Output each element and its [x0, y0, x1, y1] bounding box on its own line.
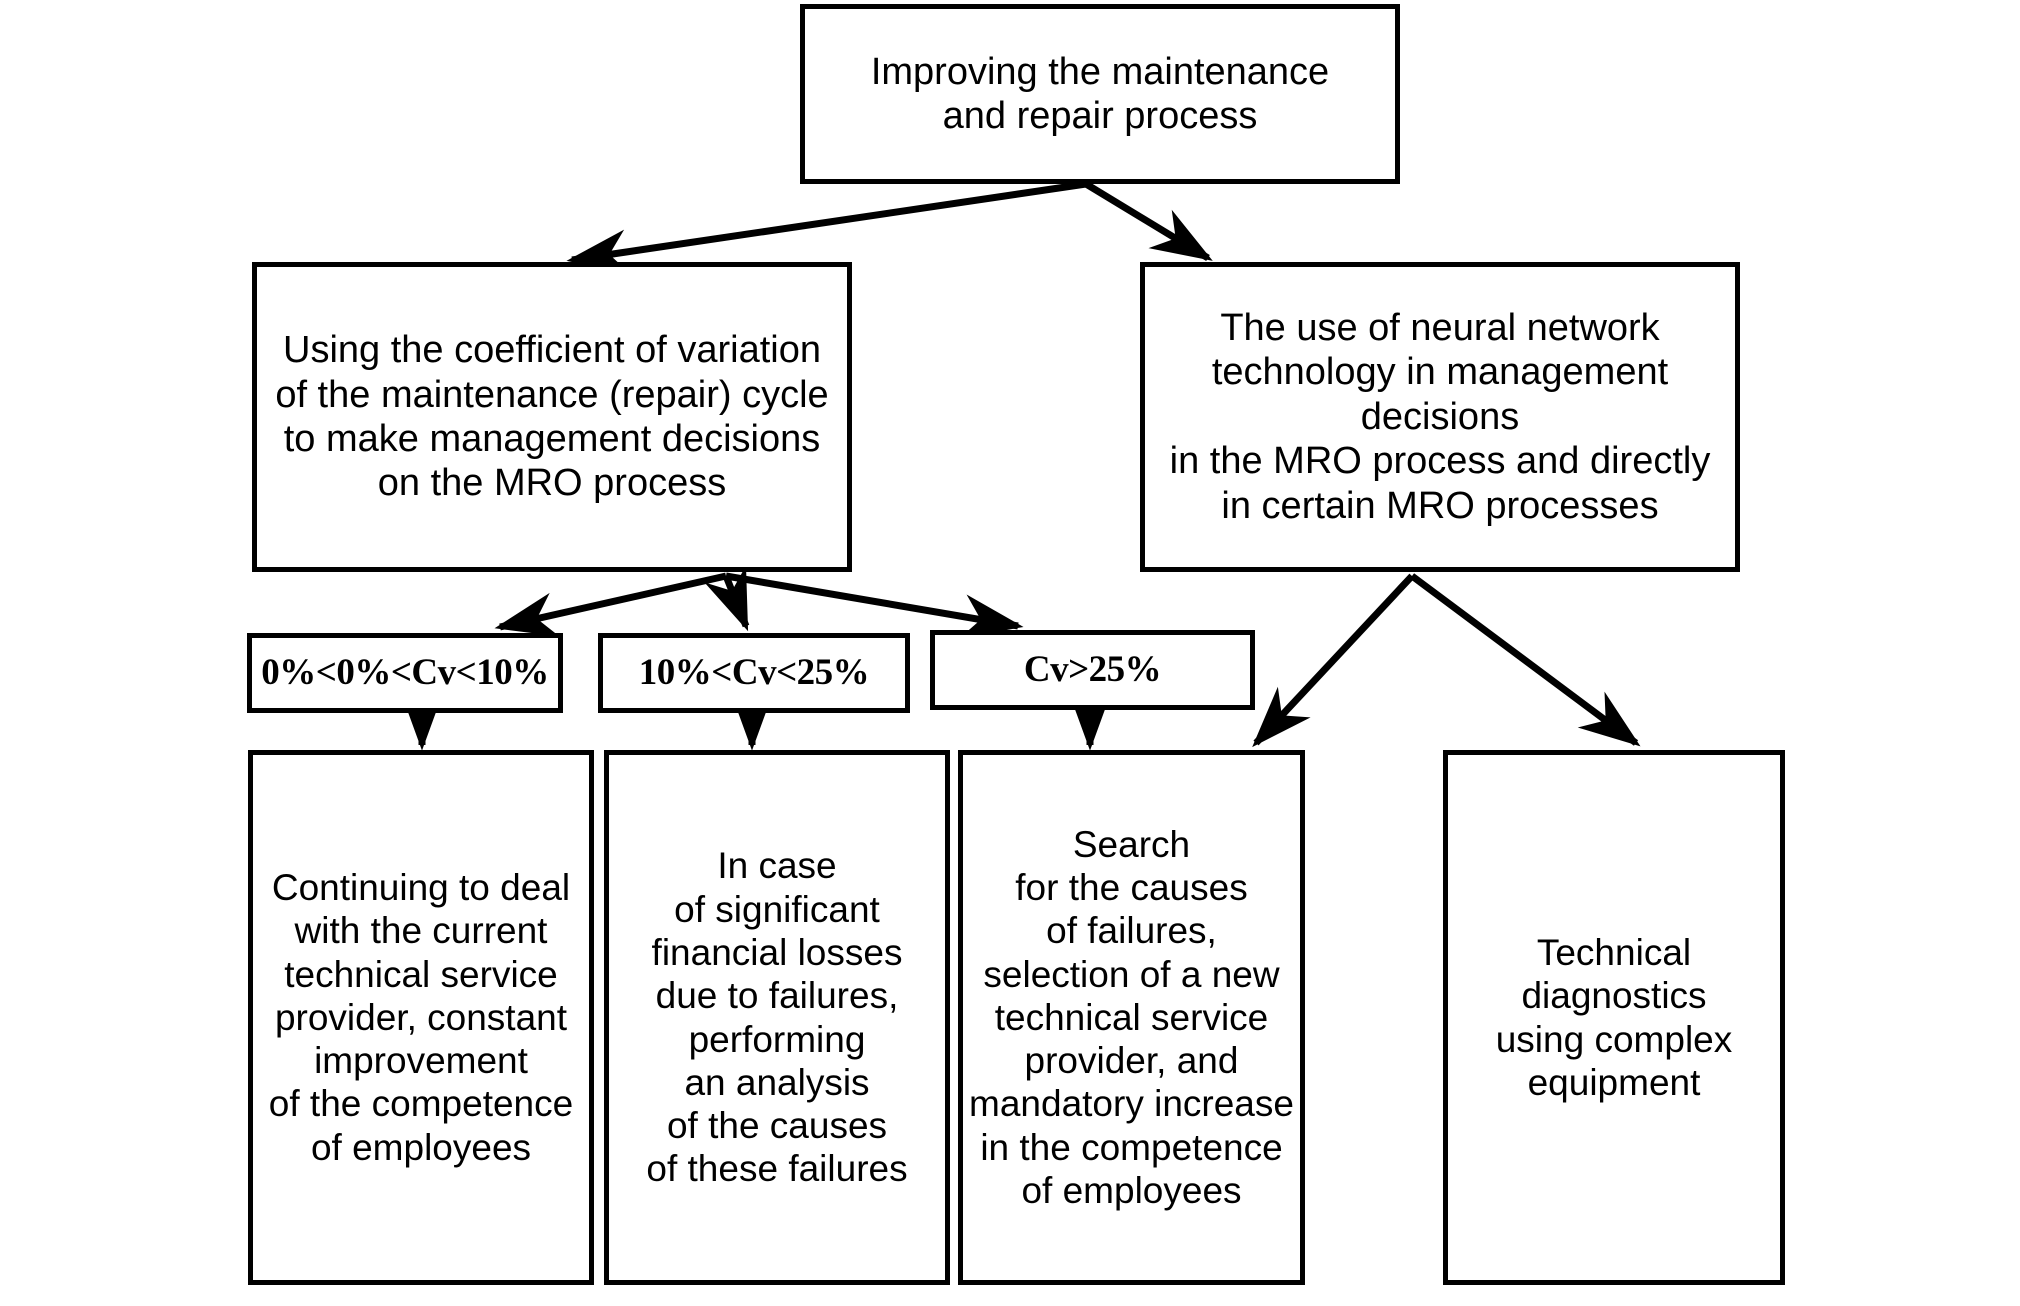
node-neural-network-approach[interactable]: The use of neural network technology in … — [1140, 262, 1740, 572]
node-neural-network-approach-label: The use of neural network technology in … — [1169, 306, 1711, 527]
connector-nn-to-outcome-3 — [1252, 573, 1415, 748]
node-outcome-new-provider-search-label: Search for the causes of failures, selec… — [969, 823, 1294, 1211]
node-condition-low-cv-label: 0%<0%<Cv<10% — [261, 652, 549, 694]
connector-cv-to-cond-2 — [704, 565, 750, 632]
node-condition-high-cv-label: Cv>25% — [1023, 649, 1162, 691]
node-outcome-continue-current-provider[interactable]: Continuing to deal with the current tech… — [248, 750, 594, 1285]
connector-root-to-nn — [1084, 181, 1213, 261]
node-outcome-analyse-failure-causes-label: In case of significant financial losses … — [646, 845, 908, 1190]
node-root-goal-label: Improving the maintenance and repair pro… — [870, 50, 1330, 137]
node-condition-low-cv[interactable]: 0%<0%<Cv<10% — [247, 633, 563, 713]
node-condition-medium-cv-label: 10%<Cv<25% — [638, 652, 870, 694]
node-outcome-continue-current-provider-label: Continuing to deal with the current tech… — [268, 867, 574, 1168]
connector-cv-to-cond-1 — [494, 572, 727, 637]
node-outcome-analyse-failure-causes[interactable]: In case of significant financial losses … — [604, 750, 950, 1285]
connector-cv-to-cond-3 — [725, 572, 1024, 639]
connector-root-to-cv — [566, 180, 1087, 274]
node-root-goal[interactable]: Improving the maintenance and repair pro… — [800, 4, 1400, 184]
node-outcome-new-provider-search[interactable]: Search for the causes of failures, selec… — [958, 750, 1305, 1285]
connector-nn-to-outcome-4 — [1409, 573, 1641, 747]
node-coefficient-of-variation-approach-label: Using the coefficient of variation of th… — [275, 329, 829, 505]
node-condition-medium-cv[interactable]: 10%<Cv<25% — [598, 633, 910, 713]
node-coefficient-of-variation-approach[interactable]: Using the coefficient of variation of th… — [252, 262, 852, 572]
node-outcome-technical-diagnostics[interactable]: Technical diagnostics using complex equi… — [1443, 750, 1785, 1285]
node-outcome-technical-diagnostics-label: Technical diagnostics using complex equi… — [1495, 931, 1733, 1103]
node-condition-high-cv[interactable]: Cv>25% — [930, 630, 1255, 710]
